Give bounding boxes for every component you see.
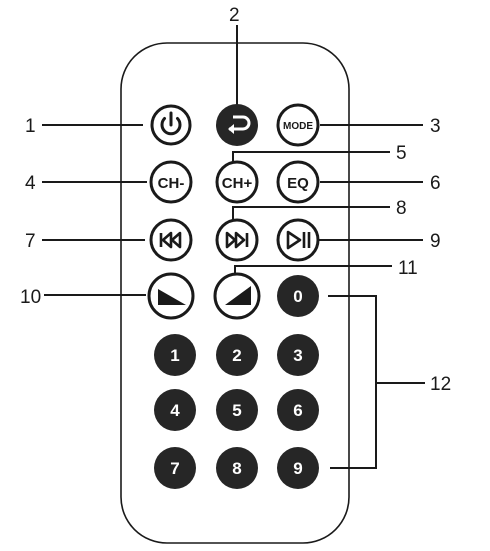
number-key-3[interactable]: 3 (277, 334, 319, 376)
number-key-0[interactable]: 0 (277, 275, 319, 317)
number-key-9[interactable]: 9 (277, 447, 319, 489)
next-track-icon (225, 231, 249, 249)
number-key-5-label: 5 (232, 401, 241, 420)
number-key-4[interactable]: 4 (154, 389, 196, 431)
number-key-6[interactable]: 6 (277, 389, 319, 431)
callout-8: 8 (396, 198, 407, 219)
leader-lines (42, 25, 425, 469)
callout-1: 1 (25, 116, 36, 137)
leader-line-5 (232, 151, 390, 165)
next-button[interactable] (215, 218, 259, 262)
callout-6: 6 (430, 173, 441, 194)
channel-up-button[interactable]: CH+ (215, 160, 259, 204)
mode-button[interactable]: MODE (276, 103, 320, 147)
number-key-1[interactable]: 1 (154, 334, 196, 376)
callout-4: 4 (25, 173, 36, 194)
callout-10: 10 (20, 287, 41, 308)
eq-button[interactable]: EQ (276, 160, 320, 204)
number-key-1-label: 1 (170, 346, 179, 365)
number-key-8-label: 8 (232, 459, 241, 478)
channel-up-label: CH+ (222, 175, 253, 192)
channel-down-button[interactable]: CH- (149, 160, 193, 204)
number-key-7[interactable]: 7 (154, 447, 196, 489)
previous-button[interactable] (149, 218, 193, 262)
leader-line-11 (234, 265, 392, 280)
number-key-2[interactable]: 2 (216, 334, 258, 376)
back-button[interactable] (216, 104, 258, 146)
leader-line-8 (232, 206, 390, 222)
power-button[interactable] (150, 104, 192, 146)
volume-up-button[interactable] (213, 272, 261, 320)
callout-7: 7 (25, 231, 36, 252)
number-key-9-label: 9 (293, 459, 302, 478)
mode-label: MODE (283, 121, 313, 132)
callout-5: 5 (396, 143, 407, 164)
volume-down-button[interactable] (147, 272, 195, 320)
leader-bracket-12 (328, 295, 377, 469)
number-key-8[interactable]: 8 (216, 447, 258, 489)
callout-3: 3 (430, 116, 441, 137)
previous-track-icon (159, 231, 182, 249)
callout-2: 2 (229, 5, 240, 26)
volume-down-icon (158, 289, 186, 305)
return-arrow-icon (228, 115, 251, 134)
volume-up-icon (225, 286, 251, 305)
remote-body (120, 42, 350, 544)
number-key-6-label: 6 (293, 401, 302, 420)
number-key-3-label: 3 (293, 346, 302, 365)
play-pause-icon (286, 230, 311, 250)
number-key-0-label: 0 (293, 287, 302, 306)
number-key-4-label: 4 (170, 401, 180, 420)
callout-11: 11 (398, 258, 418, 279)
number-key-7-label: 7 (170, 459, 179, 478)
number-key-2-label: 2 (232, 346, 241, 365)
number-key-5[interactable]: 5 (216, 389, 258, 431)
callout-12: 12 (430, 374, 451, 395)
power-icon (160, 111, 182, 136)
play-pause-button[interactable] (276, 218, 320, 262)
callout-9: 9 (430, 231, 441, 252)
channel-down-label: CH- (158, 175, 185, 192)
eq-label: EQ (287, 175, 309, 192)
